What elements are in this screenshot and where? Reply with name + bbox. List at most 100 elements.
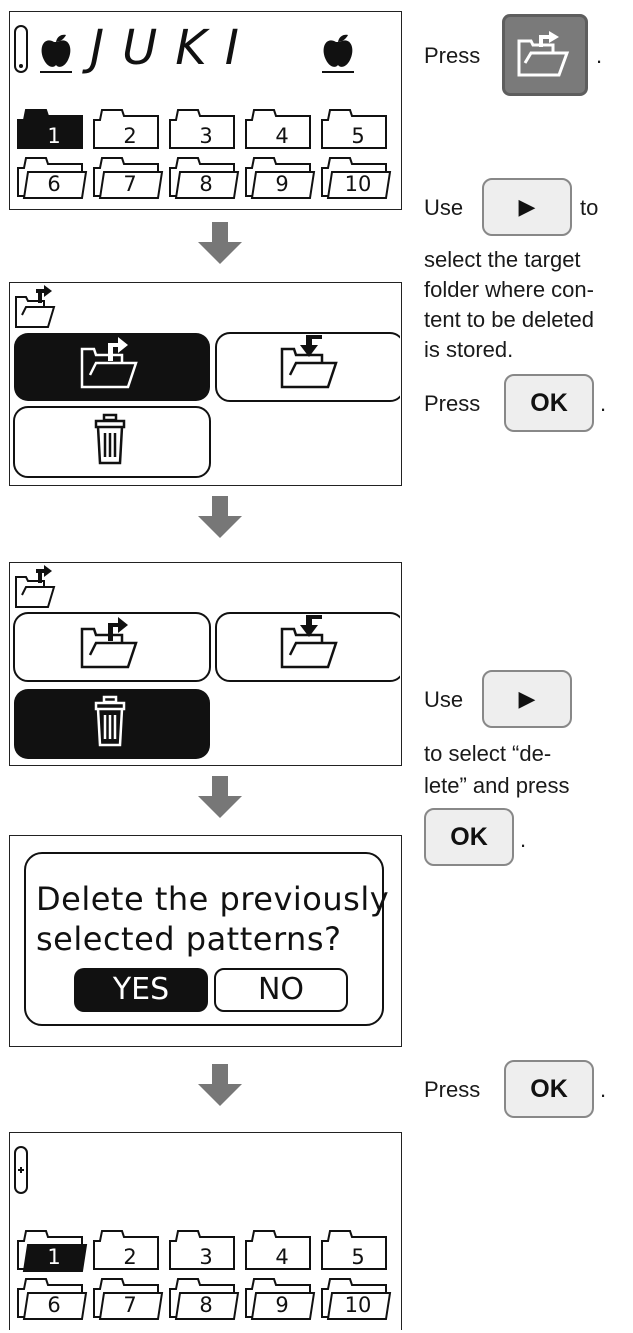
instr-select-target-1: select the target bbox=[424, 247, 581, 272]
folder-number: 8 bbox=[199, 172, 212, 196]
lcd-screen-folder-menu-2 bbox=[9, 562, 405, 766]
instr-to-select-1: to select “de- bbox=[424, 741, 552, 766]
folder-tab-9[interactable]: 9 bbox=[245, 157, 316, 199]
export-button bbox=[13, 612, 211, 682]
folder-import-icon bbox=[280, 347, 338, 389]
folder-tab-9[interactable]: 9 bbox=[245, 1278, 316, 1320]
delete-button bbox=[13, 406, 211, 478]
instr-select-target-4: is stored. bbox=[424, 337, 514, 362]
folder-number: 4 bbox=[275, 1245, 288, 1269]
folder-number: 9 bbox=[275, 172, 288, 196]
dialog-message-line1: Delete the previously bbox=[36, 880, 390, 918]
instr-text: Press bbox=[424, 43, 481, 68]
folder-tab-4[interactable]: 4 bbox=[245, 1230, 311, 1270]
instr-press-ok-2: Press bbox=[424, 1077, 481, 1102]
folder-key-button[interactable] bbox=[502, 14, 588, 96]
ok-button[interactable]: OK bbox=[424, 808, 514, 866]
down-arrow-icon bbox=[198, 222, 242, 264]
right-arrow-icon: ▶ bbox=[518, 194, 536, 219]
instr-period: . bbox=[520, 827, 527, 852]
folder-number: 6 bbox=[47, 172, 60, 196]
folder-number: 8 bbox=[199, 1293, 212, 1317]
folder-tab-1[interactable]: 1 bbox=[17, 109, 83, 149]
instruction-press-folder: Press bbox=[424, 42, 480, 70]
folder-tab-8[interactable]: 8 bbox=[169, 157, 240, 199]
ok-button[interactable]: OK bbox=[504, 374, 594, 432]
folder-number: 9 bbox=[275, 1293, 288, 1317]
folder-tab-1[interactable]: 1 bbox=[17, 1230, 88, 1272]
screen3-graphics bbox=[13, 565, 405, 759]
instr-select-target-3: tent to be deleted bbox=[424, 307, 595, 332]
folder-export-icon bbox=[15, 576, 56, 608]
export-button bbox=[14, 333, 210, 401]
folder-tab-2[interactable]: 2 bbox=[93, 109, 159, 149]
instr-use: Use bbox=[424, 195, 464, 220]
folder-import-icon bbox=[280, 627, 338, 669]
folder-export-icon bbox=[80, 627, 138, 669]
folder-tab-7[interactable]: 7 bbox=[93, 1278, 164, 1320]
trash-icon bbox=[94, 413, 126, 465]
lcd-screen-delete-confirm: Delete the previously selected patterns?… bbox=[9, 835, 402, 1047]
folder-tabs-graphics: 1 2 3 4 5 6 7 8 9 10 bbox=[17, 109, 392, 199]
screen-title: JUKI bbox=[90, 20, 257, 76]
folder-number: 2 bbox=[123, 124, 136, 148]
folder-tab-3[interactable]: 3 bbox=[169, 1230, 235, 1270]
folder-number: 10 bbox=[345, 1293, 372, 1317]
right-arrow-icon: ▶ bbox=[518, 686, 536, 711]
delete-button bbox=[14, 689, 210, 759]
folder-number: 3 bbox=[199, 1245, 212, 1269]
folder-tab-5[interactable]: 5 bbox=[321, 1230, 387, 1270]
folder-tab-4[interactable]: 4 bbox=[245, 109, 311, 149]
folder-export-icon bbox=[517, 31, 570, 77]
lcd-screen-folder-list: JUKI 1 2 3 4 5 6 7 8 9 10 bbox=[9, 11, 402, 210]
instr-use-2: Use bbox=[424, 687, 464, 712]
apple-icon bbox=[322, 34, 354, 73]
folder-number: 7 bbox=[123, 172, 136, 196]
folder-tabs-graphics: 1 2 3 4 5 6 7 8 9 10 bbox=[17, 1230, 392, 1320]
trash-icon bbox=[94, 695, 126, 747]
no-button[interactable]: NO bbox=[214, 968, 348, 1012]
ok-label: OK bbox=[530, 1075, 568, 1103]
folder-number: 10 bbox=[345, 172, 372, 196]
right-arrow-button[interactable]: ▶ bbox=[482, 178, 572, 236]
ok-button[interactable]: OK bbox=[504, 1060, 594, 1118]
apple-icon bbox=[40, 34, 72, 73]
screen1-graphics bbox=[14, 25, 354, 73]
cursor-icon bbox=[14, 1146, 28, 1194]
folder-export-icon bbox=[80, 347, 138, 389]
screen2-graphics bbox=[13, 285, 405, 478]
right-arrow-button[interactable]: ▶ bbox=[482, 670, 572, 728]
folder-tab-5[interactable]: 5 bbox=[321, 109, 387, 149]
folder-tab-3[interactable]: 3 bbox=[169, 109, 235, 149]
folder-number: 1 bbox=[47, 124, 60, 148]
lcd-screen-folder-menu-1 bbox=[9, 282, 405, 486]
folder-tab-6[interactable]: 6 bbox=[17, 157, 88, 199]
instr-to: to bbox=[580, 195, 599, 220]
folder-number: 7 bbox=[123, 1293, 136, 1317]
instr-period: . bbox=[600, 1077, 607, 1102]
ok-label: OK bbox=[450, 823, 488, 851]
folder-number: 4 bbox=[275, 124, 288, 148]
folder-tab-7[interactable]: 7 bbox=[93, 157, 164, 199]
folder-tab-8[interactable]: 8 bbox=[169, 1278, 240, 1320]
folder-tab-10[interactable]: 10 bbox=[321, 1278, 392, 1320]
down-arrow-icon bbox=[198, 496, 242, 538]
instr-period: . bbox=[596, 43, 603, 68]
yes-button[interactable]: YES bbox=[74, 968, 208, 1012]
ok-label: OK bbox=[530, 389, 568, 417]
cursor-icon bbox=[14, 25, 28, 73]
instr-press-ok-1: Press bbox=[424, 391, 481, 416]
folder-number: 5 bbox=[351, 124, 364, 148]
folder-number: 1 bbox=[47, 1245, 60, 1269]
folder-number: 5 bbox=[351, 1245, 364, 1269]
instr-period: . bbox=[600, 391, 607, 416]
folder-tab-6[interactable]: 6 bbox=[17, 1278, 88, 1320]
instr-to-select-2: lete” and press bbox=[424, 773, 570, 798]
folder-number: 3 bbox=[199, 124, 212, 148]
folder-number: 6 bbox=[47, 1293, 60, 1317]
folder-tab-2[interactable]: 2 bbox=[93, 1230, 159, 1270]
folder-tab-10[interactable]: 10 bbox=[321, 157, 392, 199]
down-arrow-icon bbox=[198, 1064, 242, 1106]
dialog-message-line2: selected patterns? bbox=[36, 920, 342, 958]
folder-export-icon bbox=[15, 296, 56, 328]
